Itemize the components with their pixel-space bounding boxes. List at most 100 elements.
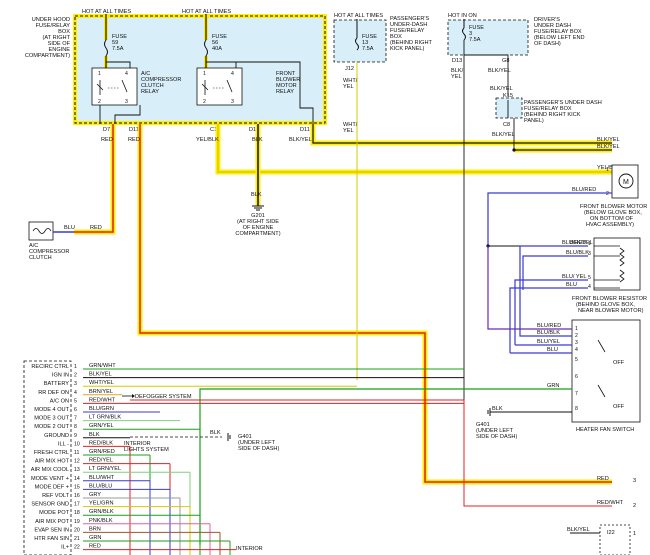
svg-text:BLK: BLK bbox=[252, 137, 263, 143]
control-pin-label: MODE 4 OUT bbox=[34, 407, 69, 413]
control-pin-label: REF VOLT bbox=[42, 493, 70, 499]
control-wire-color: GRN/BLK bbox=[89, 509, 114, 515]
control-pin-number: 5 bbox=[74, 398, 77, 404]
control-wire-color: BRN bbox=[89, 526, 101, 532]
control-pin-label: HTR FAN SIN bbox=[34, 536, 69, 542]
control-pin-label: AIR MIX COOL bbox=[31, 467, 69, 473]
svg-text:BLK/YEL: BLK/YEL bbox=[567, 527, 590, 533]
svg-text:G201: G201 bbox=[251, 213, 265, 219]
control-wire-color: GRN/RED bbox=[89, 449, 115, 455]
svg-text:40A: 40A bbox=[212, 46, 222, 52]
hvac-control-unit bbox=[23, 360, 72, 555]
control-pin-number: 8 bbox=[74, 424, 77, 430]
control-pin-label: IGN IN bbox=[52, 373, 69, 379]
svg-text:(BELOW GLOVE BOX,: (BELOW GLOVE BOX, bbox=[584, 210, 642, 216]
control-wire-color: BLU/GRN bbox=[89, 406, 114, 412]
control-pin-label: RECIRC CTRL bbox=[31, 364, 69, 370]
svg-text:RELAY: RELAY bbox=[141, 89, 159, 95]
wire-blk-yel-d11 bbox=[310, 124, 612, 146]
control-pin-label: RR DEF ON bbox=[38, 390, 69, 396]
svg-text:FUSE: FUSE bbox=[112, 34, 127, 40]
svg-text:(BEHIND RIGHT: (BEHIND RIGHT bbox=[390, 40, 433, 46]
svg-text:BLK/YEL: BLK/YEL bbox=[492, 132, 515, 138]
svg-text:FUSE/RELAY: FUSE/RELAY bbox=[390, 28, 425, 34]
svg-text:59: 59 bbox=[112, 40, 118, 46]
svg-text:8: 8 bbox=[575, 406, 578, 412]
svg-text:FRONT BLOWER MOTOR: FRONT BLOWER MOTOR bbox=[580, 204, 647, 210]
svg-text:(BELOW LEFT END: (BELOW LEFT END bbox=[534, 35, 585, 41]
control-pin-number: 14 bbox=[74, 476, 80, 482]
ac-compressor-clutch: BLU RED A/C COMPRESSOR CLUTCH bbox=[28, 221, 102, 261]
defogger-label: DEFOGGER SYSTEM bbox=[135, 394, 192, 400]
svg-text:WHT/: WHT/ bbox=[343, 78, 358, 84]
svg-text:1: 1 bbox=[575, 326, 578, 332]
interior-lights-label: INTERIOR LIGHTS SYSTEM bbox=[124, 441, 169, 453]
svg-text:G401: G401 bbox=[238, 434, 252, 440]
control-panel-wires bbox=[83, 368, 464, 555]
ac-compressor-clutch-relay: 1 4 2 3 A/C COMPRESSOR CLUTCH RELAY bbox=[91, 67, 181, 106]
control-pin-number: 4 bbox=[74, 390, 77, 396]
svg-text:2: 2 bbox=[575, 333, 578, 339]
control-pin-number: 17 bbox=[74, 502, 80, 508]
svg-text:BLK/YEL: BLK/YEL bbox=[597, 137, 620, 143]
svg-text:CLUTCH: CLUTCH bbox=[141, 83, 164, 89]
svg-text:BLK/YEL: BLK/YEL bbox=[597, 144, 620, 150]
svg-text:7: 7 bbox=[575, 391, 578, 397]
svg-text:SIDE OF: SIDE OF bbox=[48, 41, 71, 47]
control-wire-color: BLK/YEL bbox=[89, 372, 112, 378]
hood-connectors: D7 D11 C1 D14 D11 bbox=[103, 127, 310, 133]
svg-text:BLK/YEL: BLK/YEL bbox=[488, 68, 511, 74]
svg-text:CLUTCH: CLUTCH bbox=[29, 255, 52, 261]
hot-in-on: HOT IN ON bbox=[448, 13, 477, 19]
hot-at-all-times-2: HOT AT ALL TIMES bbox=[182, 9, 231, 15]
control-wire-color: RED bbox=[89, 544, 101, 550]
svg-text:(BEHIND GLOVE BOX,: (BEHIND GLOVE BOX, bbox=[576, 302, 635, 308]
svg-text:(AT RIGHT SIDE: (AT RIGHT SIDE bbox=[237, 219, 279, 225]
control-pin-label: MODE 3 OUT bbox=[34, 416, 69, 422]
svg-text:BLU/RED: BLU/RED bbox=[562, 240, 586, 246]
ground-g201: BLK G201 (AT RIGHT SIDE OF ENGINE COMPAR… bbox=[235, 192, 280, 237]
svg-text:LIGHTS SYSTEM: LIGHTS SYSTEM bbox=[124, 447, 169, 453]
hood-box-label: UNDER HOOD FUSE/RELAY BOX (AT RIGHT SIDE… bbox=[25, 17, 71, 59]
svg-text:FUSE/RELAY BOX: FUSE/RELAY BOX bbox=[534, 29, 582, 35]
svg-text:BLU/RED: BLU/RED bbox=[572, 187, 596, 193]
control-wire-color: WHT/YEL bbox=[89, 380, 114, 386]
wire-sw-blu-blk bbox=[519, 285, 572, 337]
control-pin-number: 11 bbox=[74, 450, 79, 456]
control-pin-label: SENSOR GND bbox=[31, 502, 69, 508]
svg-text:FRONT: FRONT bbox=[276, 71, 296, 77]
svg-text:BOX: BOX bbox=[58, 29, 70, 35]
control-wire-color: BRN/YEL bbox=[89, 389, 113, 395]
control-wire-color: GRY bbox=[89, 492, 101, 498]
control-pin-number: 7 bbox=[74, 416, 77, 422]
svg-text:FUSE: FUSE bbox=[212, 34, 227, 40]
svg-text:2: 2 bbox=[606, 191, 609, 197]
control-pin-number: 21 bbox=[74, 536, 80, 542]
svg-text:OFF: OFF bbox=[613, 360, 625, 366]
control-pin-number: 22 bbox=[74, 545, 80, 551]
ground-g401-left: BLK G401 (UNDER LEFT SIDE OF DASH) bbox=[130, 430, 279, 452]
right-edge-pins: 3 2 1 bbox=[633, 478, 636, 537]
svg-text:RED: RED bbox=[128, 137, 140, 143]
svg-text:YEL: YEL bbox=[343, 84, 354, 90]
svg-text:BLU/YEL: BLU/YEL bbox=[537, 339, 560, 345]
svg-text:(UNDER LEFT: (UNDER LEFT bbox=[476, 428, 514, 434]
svg-text:(BEHIND RIGHT KICK: (BEHIND RIGHT KICK bbox=[524, 112, 581, 118]
svg-text:FUSE/RELAY BOX: FUSE/RELAY BOX bbox=[524, 106, 572, 112]
svg-text:BLU/BLK: BLU/BLK bbox=[566, 250, 589, 256]
control-wire-color: RED/BLK bbox=[89, 440, 113, 446]
svg-text:D11: D11 bbox=[129, 127, 139, 133]
svg-text:FUSE: FUSE bbox=[362, 34, 377, 40]
svg-text:G401: G401 bbox=[476, 422, 490, 428]
svg-text:C1: C1 bbox=[210, 127, 217, 133]
svg-text:BLU: BLU bbox=[64, 225, 75, 231]
svg-text:BLU/ YEL: BLU/ YEL bbox=[562, 274, 586, 280]
svg-text:7.5A: 7.5A bbox=[112, 46, 124, 52]
svg-text:NEAR BLOWER MOTOR): NEAR BLOWER MOTOR) bbox=[578, 308, 644, 314]
control-pin-number: 6 bbox=[74, 407, 77, 413]
control-pin-number: 1 bbox=[74, 364, 77, 370]
control-pin-number: 16 bbox=[74, 493, 80, 499]
svg-text:D13: D13 bbox=[452, 58, 462, 64]
svg-text:D7: D7 bbox=[103, 127, 110, 133]
driver-fuse-box bbox=[447, 19, 529, 56]
